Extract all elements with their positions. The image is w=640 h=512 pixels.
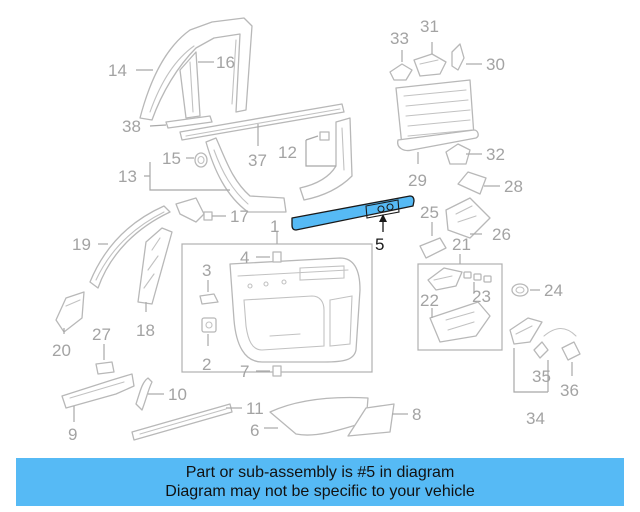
- part-11-sill-strip: [131, 403, 233, 441]
- callout-23: 23: [472, 287, 491, 306]
- callout-6: 6: [250, 421, 259, 440]
- callout-16: 16: [216, 53, 235, 72]
- callout-35: 35: [532, 367, 551, 386]
- part-13-b-pillar-trim: [205, 137, 287, 213]
- callout-36: 36: [560, 381, 579, 400]
- part-3-clip: [199, 293, 219, 305]
- part-17-bracket: [175, 197, 213, 223]
- callout-1: 1: [270, 217, 279, 236]
- part-35-bulb: [533, 341, 549, 359]
- part-28-clip: [457, 171, 487, 195]
- callout-9: 9: [68, 425, 77, 444]
- leader-12: [305, 135, 336, 167]
- callout-37: 37: [248, 151, 267, 170]
- callout-19: 19: [72, 235, 91, 254]
- leader-38: [149, 124, 167, 127]
- arrow-5: [379, 214, 387, 222]
- part-18-vertical-trim: [137, 227, 173, 305]
- callout-14: 14: [108, 61, 127, 80]
- part-9-armrest: [61, 373, 135, 409]
- banner-line-disclaimer: Diagram may not be specific to your vehi…: [165, 483, 475, 500]
- part-27-clip: [95, 361, 115, 375]
- part-15-clip: [194, 152, 208, 168]
- part-7-clip: [272, 365, 282, 377]
- callout-30: 30: [486, 55, 505, 74]
- callout-13: 13: [118, 167, 137, 186]
- part-21-switch-housing: [427, 267, 463, 291]
- banner-line-part: Part or sub-assembly is #5 in diagram: [185, 464, 455, 481]
- part-12-c-pillar-trim: [299, 117, 353, 201]
- part-8-end-panel: [347, 403, 395, 437]
- callout-8: 8: [412, 405, 421, 424]
- part-22-switch-bezel: [429, 301, 491, 343]
- callout-24: 24: [544, 281, 563, 300]
- callout-38: 38: [122, 117, 141, 136]
- callout-17: 17: [230, 207, 249, 226]
- callout-25: 25: [420, 203, 439, 222]
- callout-33: 33: [390, 29, 409, 48]
- callout-2: 2: [202, 355, 211, 374]
- part-37-weatherstrip: [179, 103, 345, 141]
- part-31-bracket: [413, 53, 447, 77]
- callout-7: 7: [240, 362, 249, 381]
- part-36-wiring: [543, 327, 581, 361]
- part-34-lamp: [509, 317, 543, 345]
- callout-12: 12: [278, 143, 297, 162]
- part-6-lower-panel: [269, 396, 369, 436]
- callout-29: 29: [408, 171, 427, 190]
- part-1-door-panel: [229, 257, 361, 363]
- callout-27: 27: [92, 325, 111, 344]
- callout-10: 10: [168, 385, 187, 404]
- part-16-pillar-strip: [179, 51, 201, 119]
- callout-3: 3: [202, 261, 211, 280]
- callout-18: 18: [136, 321, 155, 340]
- part-23-buttons: [463, 271, 492, 283]
- callout-5: 5: [375, 235, 384, 254]
- leader-13: [144, 162, 230, 191]
- part-25-bezel: [419, 237, 447, 259]
- part-4-clip: [272, 251, 282, 263]
- part-2-fastener: [201, 317, 217, 333]
- part-14-pillar-trim: [139, 17, 253, 121]
- callout-21: 21: [452, 235, 471, 254]
- part-38-seal-strip: [165, 115, 213, 129]
- part-19-curved-trim: [89, 205, 171, 289]
- part-5-door-molding-highlighted: [291, 195, 415, 231]
- callout-34: 34: [526, 409, 545, 428]
- callout-26: 26: [492, 225, 511, 244]
- part-20-pocket: [55, 291, 85, 333]
- part-24-grommet: [511, 283, 529, 297]
- callout-20: 20: [52, 341, 71, 360]
- callout-31: 31: [420, 17, 439, 36]
- callout-11: 11: [246, 399, 264, 418]
- part-30-hook: [451, 43, 465, 71]
- callout-32: 32: [486, 145, 505, 164]
- part-29-sunshade: [395, 79, 479, 152]
- leader-34: [513, 348, 549, 393]
- part-33-clip: [389, 63, 413, 81]
- part-10-bracket: [135, 377, 153, 411]
- callout-4: 4: [240, 248, 249, 267]
- part-26-switch-panel: [445, 197, 491, 239]
- info-banner: Part or sub-assembly is #5 in diagram Di…: [16, 458, 624, 506]
- callout-22: 22: [420, 291, 439, 310]
- part-32-bracket: [445, 143, 471, 165]
- callout-28: 28: [504, 177, 523, 196]
- callout-15: 15: [162, 149, 181, 168]
